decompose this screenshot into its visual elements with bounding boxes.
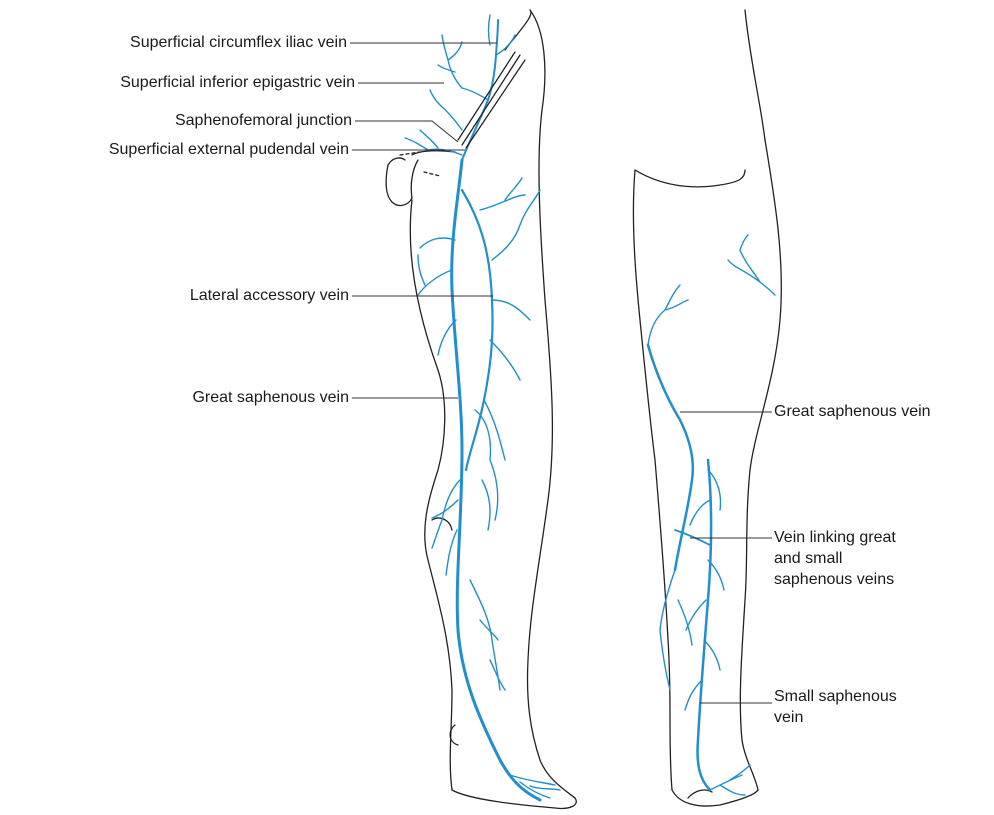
label-great-saphenous-vein-posterior: Great saphenous vein: [774, 403, 931, 420]
label-linking-vein-line1: Vein linking great: [774, 529, 896, 546]
label-saphenofemoral-junction: Saphenofemoral junction: [175, 112, 352, 129]
anterior-leg-veins: [405, 15, 560, 800]
label-superficial-external-pudendal-vein: Superficial external pudendal vein: [109, 141, 349, 158]
label-small-saphenous-line1: Small saphenous: [774, 688, 897, 705]
instrument-lines: [458, 52, 525, 148]
posterior-leg-veins: [648, 235, 775, 795]
label-small-saphenous-line2: vein: [774, 709, 803, 726]
label-superficial-circumflex-iliac-vein: Superficial circumflex iliac vein: [130, 34, 347, 51]
posterior-leg-outline: [633, 10, 781, 806]
label-linking-vein-line3: saphenous veins: [774, 571, 894, 588]
label-superficial-inferior-epigastric-vein: Superficial inferior epigastric vein: [120, 74, 355, 91]
label-linking-vein-line2: and small: [774, 550, 842, 567]
label-great-saphenous-vein-anterior: Great saphenous vein: [192, 389, 349, 406]
label-lateral-accessory-vein: Lateral accessory vein: [190, 287, 349, 304]
